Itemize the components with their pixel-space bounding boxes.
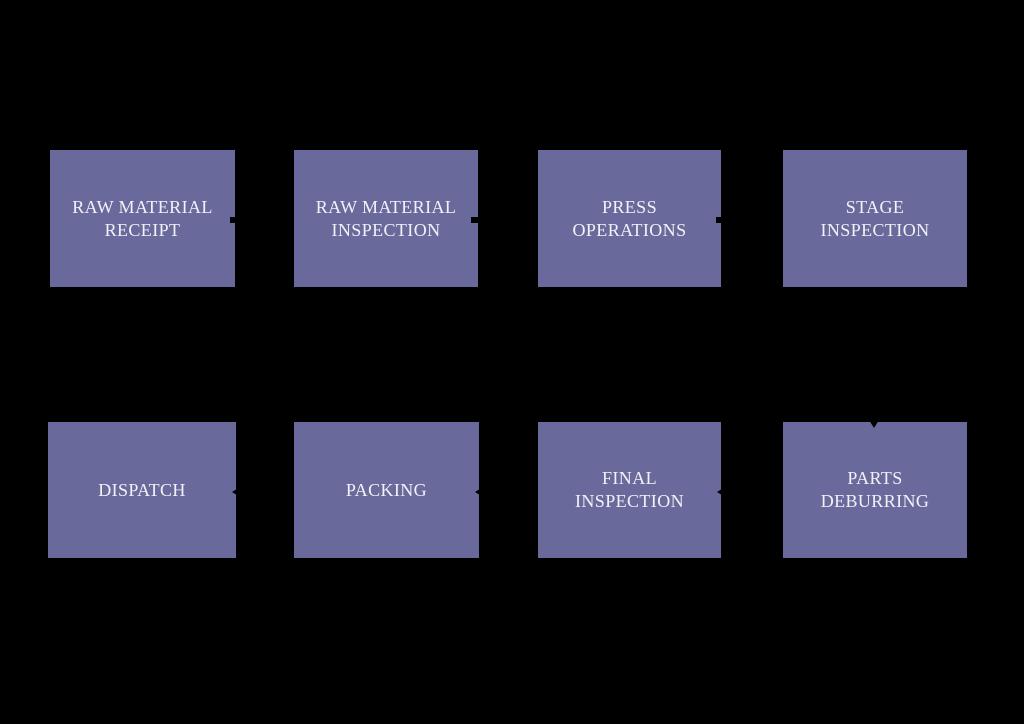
flow-node-label: DISPATCH bbox=[98, 479, 186, 500]
arrow-line bbox=[240, 489, 294, 495]
arrow-right-icon bbox=[775, 214, 783, 226]
flow-node-label: STAGE INSPECTION bbox=[820, 196, 930, 240]
flow-node-label: RAW MATERIAL INSPECTION bbox=[315, 196, 457, 240]
flow-node-packing: PACKING bbox=[294, 422, 479, 558]
arrow-right-icon bbox=[530, 214, 538, 226]
arrow-line bbox=[230, 217, 288, 223]
flow-node-stage-inspection: STAGE INSPECTION bbox=[783, 150, 967, 287]
arrow-line bbox=[871, 287, 877, 420]
arrow-right-icon bbox=[286, 214, 294, 226]
arrow-down-icon bbox=[869, 420, 879, 428]
flow-node-label: RAW MATERIAL RECEIPT bbox=[72, 196, 213, 240]
flow-node-press-operations: PRESS OPERATIONS bbox=[538, 150, 721, 287]
flow-node-label: PACKING bbox=[345, 479, 428, 500]
arrow-line bbox=[471, 217, 530, 223]
arrow-left-icon bbox=[232, 487, 240, 497]
arrow-left-icon bbox=[717, 487, 725, 497]
flow-node-raw-material-receipt: RAW MATERIAL RECEIPT bbox=[50, 150, 235, 287]
flow-node-parts-deburring: PARTS DEBURRING bbox=[783, 422, 967, 558]
flow-node-dispatch: DISPATCH bbox=[48, 422, 236, 558]
arrow-line bbox=[716, 217, 775, 223]
arrow-line bbox=[725, 489, 783, 495]
flow-node-raw-material-inspection: RAW MATERIAL INSPECTION bbox=[294, 150, 478, 287]
flow-node-final-inspection: FINAL INSPECTION bbox=[538, 422, 721, 558]
flow-node-label: FINAL INSPECTION bbox=[574, 468, 684, 511]
flow-node-label: PRESS OPERATIONS bbox=[572, 196, 687, 240]
arrow-line bbox=[483, 489, 538, 495]
arrow-left-icon bbox=[475, 487, 483, 497]
flow-node-label: PARTS DEBURRING bbox=[820, 468, 930, 511]
